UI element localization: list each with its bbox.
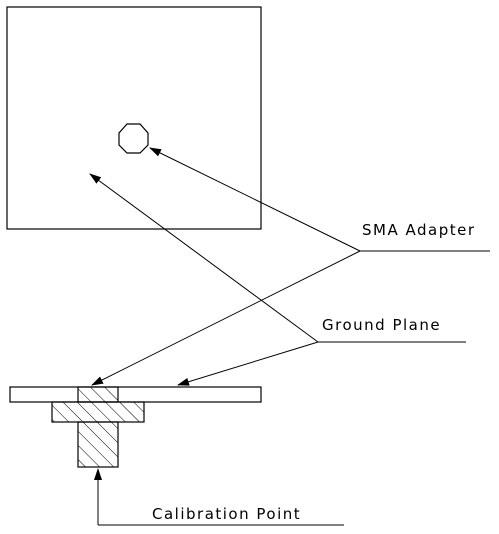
- sma-leader-to-octagon: [149, 147, 361, 252]
- sma-flange: [51, 401, 145, 423]
- sma-adapter-label: SMA Adapter: [362, 221, 476, 239]
- sma-adapter-top-view: [118, 123, 149, 154]
- ground-plane-side-view: [9, 386, 262, 403]
- calibration-point-label: Calibration Point: [152, 505, 301, 523]
- ground-plane-leader-to-side-view: [177, 341, 319, 386]
- ground-plane-top-view: [6, 6, 262, 230]
- ground-plane-leader-to-top-view: [89, 173, 319, 343]
- sma-leader-to-side-view: [91, 250, 361, 386]
- ground-plane-label: Ground Plane: [322, 316, 441, 334]
- sma-center-pin-upper: [77, 386, 119, 403]
- sma-connector-body: [77, 421, 119, 468]
